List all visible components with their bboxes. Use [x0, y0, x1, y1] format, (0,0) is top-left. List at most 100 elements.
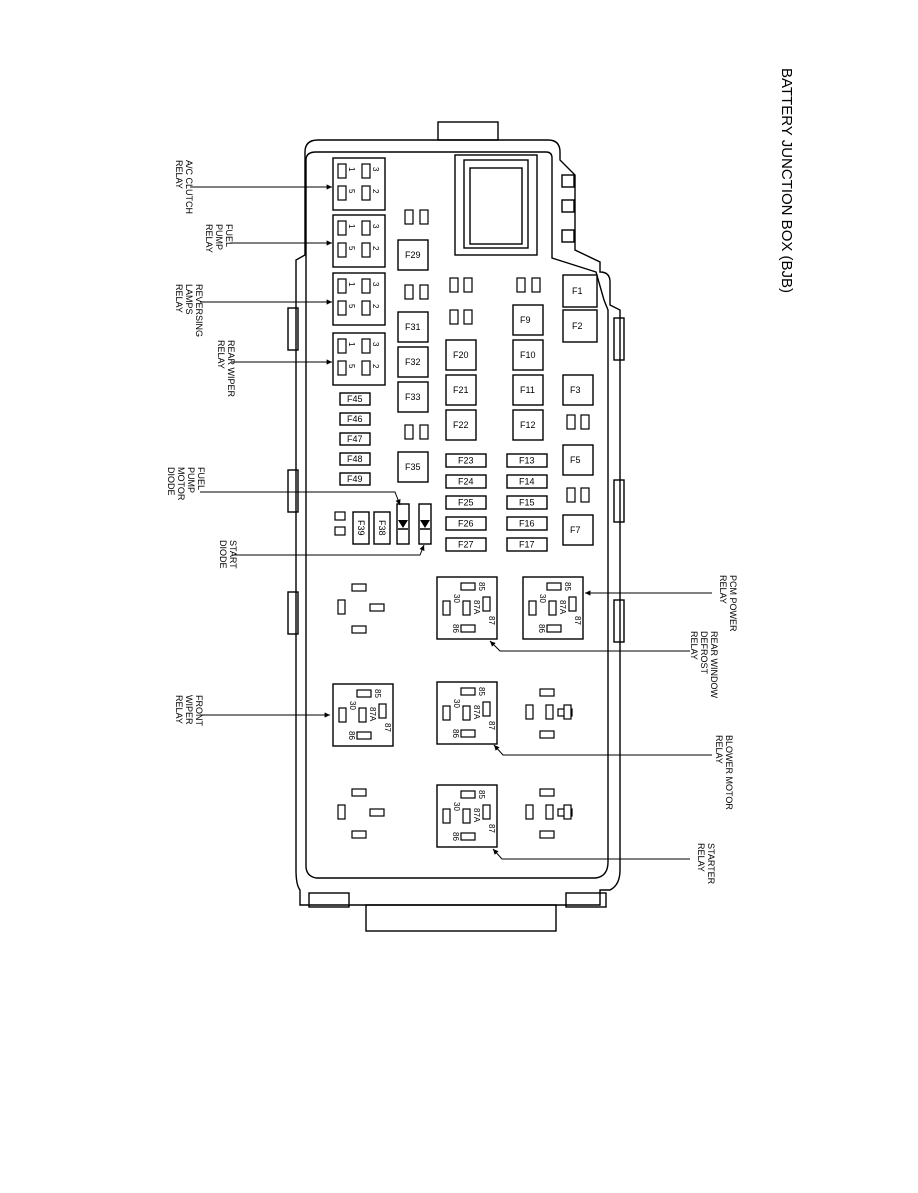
fuse-f12: F12	[512, 409, 544, 441]
fuse-body	[445, 474, 487, 489]
arrow-head	[493, 849, 499, 855]
leader-line	[489, 640, 690, 652]
relay-pin	[482, 701, 491, 717]
callout-label: RELAY	[718, 575, 728, 604]
fuse-label: F21	[453, 385, 469, 395]
terminal-slot	[449, 277, 459, 293]
terminal-slot	[419, 284, 429, 300]
fuse-body	[506, 516, 548, 531]
fuel-pump-motor-diode	[396, 503, 410, 545]
fuse-label: F5	[570, 455, 581, 465]
callout-label: RELAY	[204, 224, 214, 253]
pin-label: 1	[347, 342, 356, 347]
socket-slot	[545, 704, 554, 720]
fuse-label: F33	[405, 392, 421, 402]
terminal-slot	[566, 487, 576, 503]
socket-slot	[539, 730, 555, 739]
terminal-slot	[419, 424, 429, 440]
fuse-f16: F16	[506, 516, 548, 531]
fuse-body	[339, 432, 371, 446]
socket-slot	[539, 830, 555, 839]
fuse-f11: F11	[512, 374, 544, 406]
relay-pin	[361, 220, 371, 236]
callout-label: PUMP	[214, 224, 224, 250]
pin-label: 87A	[558, 600, 567, 615]
relay-pin	[442, 808, 451, 824]
fuse-label: F49	[347, 474, 363, 484]
relay-pin	[337, 220, 347, 236]
fuse-f15: F15	[506, 495, 548, 510]
callout-label: FUEL	[196, 467, 206, 490]
socket-slot	[539, 688, 555, 697]
pin-label: 85	[477, 687, 486, 696]
callout-label: MOTOR	[176, 467, 186, 501]
fuse-f29: F29	[397, 239, 429, 271]
callout-label: A/C CLUTCH	[184, 160, 194, 214]
callout-label: RELAY	[689, 631, 699, 660]
callout-label: FUEL	[224, 224, 234, 247]
pin-label: 2	[371, 304, 380, 309]
fuse-body	[512, 339, 544, 371]
callout-label: PCM POWER	[728, 575, 738, 632]
terminal-slot	[404, 424, 414, 440]
relay-pin	[361, 185, 371, 201]
socket-slot	[337, 804, 346, 820]
pin-label: 86	[451, 729, 460, 738]
callout-label: REAR WINDOW	[709, 631, 719, 699]
socket-slot	[369, 603, 385, 612]
fuse-body	[397, 239, 429, 271]
pin-label: 30	[452, 699, 461, 708]
relay-pin	[482, 804, 491, 820]
fuse-body	[562, 374, 594, 406]
arrow-head	[395, 499, 401, 505]
fuse-label: F29	[405, 250, 421, 260]
fuse-body	[562, 274, 598, 308]
box-outline	[287, 121, 625, 932]
pin-label: 3	[371, 282, 380, 287]
terminal-slot	[404, 284, 414, 300]
fuse-label: F17	[519, 540, 535, 550]
fuse-f17: F17	[506, 537, 548, 552]
pin-label: 87A	[368, 707, 377, 722]
fuse-body	[445, 409, 477, 441]
fuse-f47: F47	[339, 432, 371, 446]
pin-label: 87	[573, 616, 582, 625]
fuse-body	[445, 516, 487, 531]
pin-label: 3	[371, 342, 380, 347]
fuse-f20: F20	[445, 339, 477, 371]
socket-slot	[525, 804, 534, 820]
pin-label: 3	[371, 167, 380, 172]
fuse-body	[562, 309, 598, 343]
leader-line	[493, 744, 712, 756]
relay-pin	[460, 582, 476, 591]
fuse-f31: F31	[397, 311, 429, 343]
fuse-body	[397, 451, 429, 483]
pin-label: 86	[537, 624, 546, 633]
pin-label: 87A	[472, 808, 481, 823]
relay-pin	[528, 600, 537, 616]
terminal-slot	[531, 277, 541, 293]
fuse-label: F46	[347, 414, 363, 424]
socket-slot	[351, 830, 367, 839]
terminal-slot	[463, 309, 473, 325]
terminal-slot	[334, 511, 346, 521]
terminal-slot	[449, 309, 459, 325]
relay-pin	[337, 242, 347, 258]
arrow-head	[326, 359, 332, 365]
fuse-body	[445, 339, 477, 371]
fuse-f26: F26	[445, 516, 487, 531]
fuse-label: F10	[520, 350, 536, 360]
fuse-f23: F23	[445, 453, 487, 468]
callout-label: DIODE	[218, 540, 228, 569]
relay-pin	[546, 582, 562, 591]
pin-label: 86	[451, 624, 460, 633]
callout-label: LAMPS	[184, 284, 194, 315]
fuse-label: F25	[458, 498, 474, 508]
